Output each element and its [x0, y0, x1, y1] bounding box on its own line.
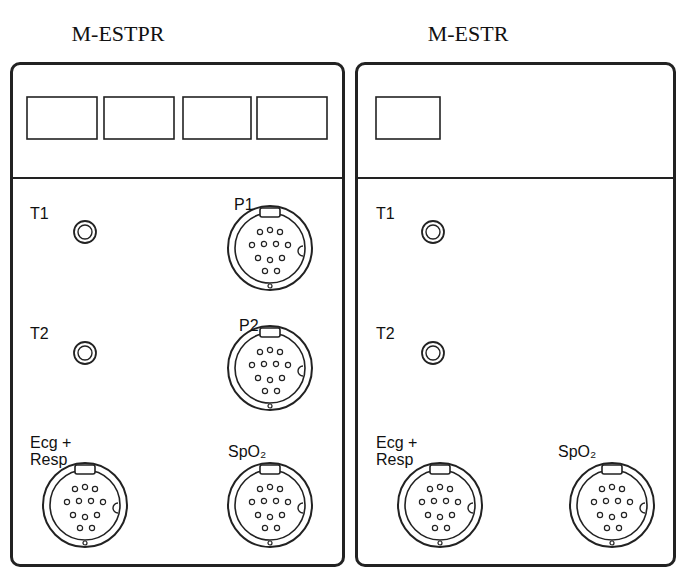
pressure-connector: [228, 206, 312, 290]
pressure-connector: [228, 326, 312, 410]
spo2-connector: [228, 463, 312, 547]
temp-jack: [74, 221, 96, 243]
spo2-connector: [570, 463, 654, 547]
temp-jack: [422, 342, 444, 364]
display-window: [257, 97, 327, 139]
header-line: [11, 177, 343, 179]
module-name: M-ESTR: [428, 21, 509, 47]
display-window: [376, 97, 440, 139]
connector-label: T1: [376, 206, 395, 223]
connector-label: Ecg + Resp: [376, 435, 422, 469]
ecg-connector: [43, 463, 127, 547]
display-window: [183, 97, 251, 139]
module-name: M-ESTPR: [72, 21, 165, 47]
display-window: [27, 97, 97, 139]
temp-jack: [74, 342, 96, 364]
connector-label: T2: [376, 326, 395, 343]
connector-label: T1: [30, 206, 49, 223]
module-panel: M-ESTPRT1P1T2P2Ecg + RespSpO₂: [10, 62, 345, 567]
connector-label: Ecg + Resp: [30, 435, 76, 469]
temp-jack: [422, 221, 444, 243]
connector-label: SpO₂: [228, 444, 266, 461]
header-line: [357, 177, 674, 179]
display-window: [104, 97, 174, 139]
connector-label: P2: [239, 318, 259, 335]
connector-label: P1: [234, 197, 254, 214]
connector-label: SpO₂: [558, 444, 596, 461]
connector-label: T2: [30, 326, 49, 343]
module-panel: M-ESTRT1T2Ecg + RespSpO₂: [355, 62, 676, 567]
ecg-connector: [398, 463, 482, 547]
